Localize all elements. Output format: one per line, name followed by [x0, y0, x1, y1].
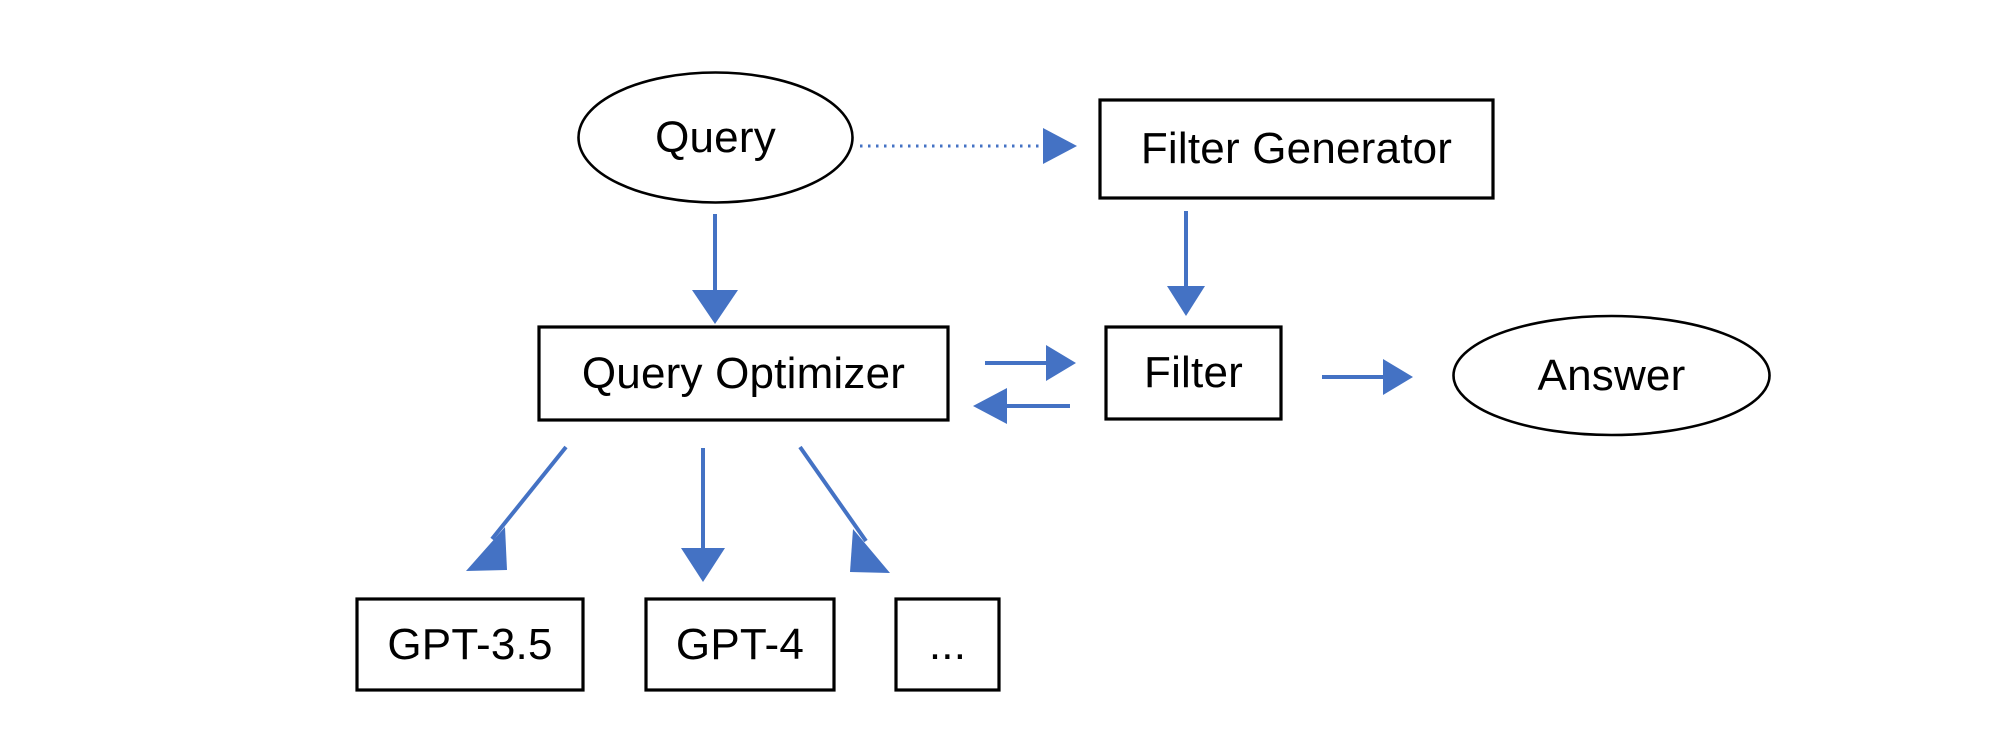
arrowhead-icon [681, 548, 725, 582]
node-shape-filter[interactable] [1104, 325, 1283, 421]
edge-query-to-filter-generator[interactable] [860, 128, 1077, 164]
arrowhead-icon [692, 290, 738, 324]
edge-filter-to-answer[interactable] [1322, 359, 1413, 395]
edge-line [490, 445, 568, 541]
edge-query-optimizer-to-etc[interactable] [798, 445, 890, 573]
arrowhead-icon [973, 388, 1007, 424]
edge-filter-to-query-optimizer[interactable] [973, 388, 1070, 424]
node-shape-query-optimizer[interactable] [537, 325, 950, 422]
edge-query-optimizer-to-gpt-4[interactable] [681, 448, 725, 582]
arrowhead-icon [850, 529, 890, 573]
edge-query-optimizer-to-gpt-35[interactable] [466, 445, 568, 571]
node-shape-gpt-35[interactable] [355, 597, 585, 692]
arrowhead-icon [1046, 345, 1076, 381]
edge-query-to-query-optimizer[interactable] [692, 214, 738, 324]
arrowhead-icon [466, 527, 507, 571]
edge-filter-generator-to-filter[interactable] [1167, 211, 1205, 316]
node-shape-query[interactable] [577, 71, 854, 204]
node-shape-filter-generator[interactable] [1098, 98, 1495, 200]
edge-line [798, 445, 868, 543]
arrowhead-icon [1167, 286, 1205, 316]
arrowhead-icon [1043, 128, 1077, 164]
arrowhead-icon [1383, 359, 1413, 395]
edge-query-optimizer-to-filter[interactable] [985, 345, 1076, 381]
node-shape-etc[interactable] [894, 597, 1001, 692]
node-shape-answer[interactable] [1452, 314, 1771, 437]
node-shape-gpt-4[interactable] [644, 597, 836, 692]
